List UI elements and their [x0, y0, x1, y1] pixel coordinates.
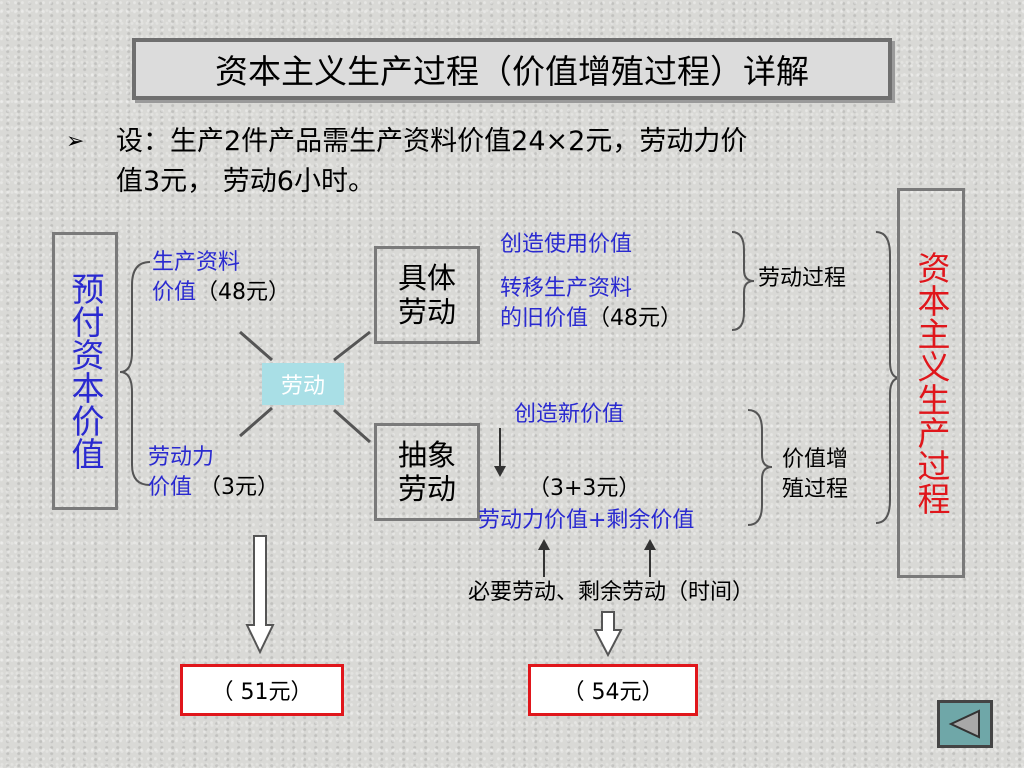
hollow-arrow-left — [245, 535, 275, 655]
abstract-labor-box: 抽象 劳动 — [374, 423, 480, 521]
labor-power-label: 劳动力 价值 （3元） — [148, 445, 280, 500]
left-brace — [119, 261, 151, 486]
line-lower-left — [239, 406, 273, 438]
back-button[interactable] — [937, 700, 993, 748]
means-of-production-label: 生产资料 价值（48元） — [152, 250, 291, 305]
labor-power-plus-surplus-label: 劳动力价值+剩余价值 — [478, 508, 695, 533]
concrete-labor-box: 具体 劳动 — [374, 246, 480, 344]
right-big-brace — [875, 231, 901, 524]
total-right-box: （ 54元） — [528, 664, 698, 716]
premise-text: ➢ 设：生产2件产品需生产资料价值24×2元，劳动力价 值3元， 劳动6小时。 — [66, 122, 936, 202]
necessary-surplus-labor-label: 必要劳动、剩余劳动（时间） — [468, 580, 755, 605]
advanced-capital-box: 预付资本价值 — [52, 232, 118, 510]
labor-process-brace — [731, 231, 755, 331]
create-use-value-label: 创造使用价值 — [500, 232, 633, 257]
capitalist-production-box: 资本主义生产过程 — [897, 188, 965, 578]
value-process-brace — [747, 409, 773, 526]
arrow-up-head-left — [538, 539, 550, 550]
labor-center-box: 劳动 — [262, 363, 344, 405]
create-new-value-label: 创造新价值 — [514, 402, 625, 427]
page-title: 资本主义生产过程（价值增殖过程）详解 — [132, 38, 892, 100]
arrow-up-head-right — [644, 539, 656, 550]
premise-line-1: 设：生产2件产品需生产资料价值24×2元，劳动力价 — [116, 126, 748, 157]
line-upper-left — [239, 330, 273, 362]
transfer-old-value-label: 转移生产资料 的旧价值（48元） — [500, 276, 683, 331]
labor-process-label: 劳动过程 — [758, 266, 847, 291]
line-lower-right — [333, 408, 371, 444]
arrow-bullet-icon: ➢ — [66, 129, 85, 154]
value-process-label: 价值增 殖过程 — [782, 447, 849, 502]
new-value-amount: （3+3元） — [528, 476, 641, 501]
premise-line-2: 值3元， 劳动6小时。 — [116, 166, 375, 197]
hollow-arrow-right — [593, 611, 623, 658]
arrow-down-head — [494, 466, 506, 477]
total-left-box: （ 51元） — [180, 664, 344, 716]
back-triangle-icon — [948, 709, 980, 739]
line-upper-right — [333, 330, 371, 362]
